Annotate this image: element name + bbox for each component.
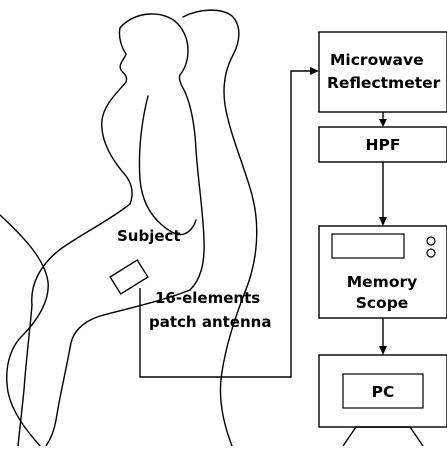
hpf-label: HPF bbox=[366, 136, 401, 154]
scope-label-line2: Scope bbox=[356, 294, 409, 312]
body-front-outline bbox=[101, 27, 133, 205]
subject-label: Subject bbox=[117, 227, 181, 245]
seat-cushion-outline bbox=[0, 214, 49, 447]
pc-stand bbox=[342, 426, 424, 447]
antenna-label-line2: patch antenna bbox=[149, 313, 271, 331]
lower-leg-outline bbox=[17, 304, 33, 447]
scope-label-line1: Memory bbox=[347, 273, 417, 291]
reflectometer-label-line1: Microwave bbox=[330, 51, 424, 69]
reflectometer-block bbox=[318, 31, 447, 113]
thigh-upper-outline bbox=[31, 203, 131, 306]
pc-label: PC bbox=[372, 383, 395, 401]
arrowhead-hpf-scope bbox=[379, 217, 387, 226]
patch-antenna-shape bbox=[109, 259, 149, 295]
antenna-label-line1: 16-elements bbox=[155, 289, 260, 307]
arrowhead-reflectometer-hpf bbox=[379, 119, 387, 127]
human-body-outline bbox=[17, 13, 205, 447]
arrowhead-scope-pc bbox=[379, 346, 387, 355]
scope-knob-bottom bbox=[426, 248, 436, 258]
body-back-outline bbox=[119, 13, 205, 291]
lower-leg-back-outline bbox=[45, 347, 71, 447]
seat-back-outline bbox=[182, 9, 258, 447]
reflectometer-label-line2: Reflectmeter bbox=[327, 74, 441, 92]
seat-outline bbox=[0, 9, 258, 447]
scope-knob-top bbox=[426, 236, 436, 246]
cable-arrowhead bbox=[310, 67, 319, 75]
antenna-cable bbox=[139, 70, 312, 378]
scope-screen-shape bbox=[331, 233, 405, 259]
arm-outline bbox=[138, 95, 197, 236]
pc-screen-shape bbox=[342, 373, 424, 409]
thigh-lower-outline bbox=[69, 289, 191, 349]
